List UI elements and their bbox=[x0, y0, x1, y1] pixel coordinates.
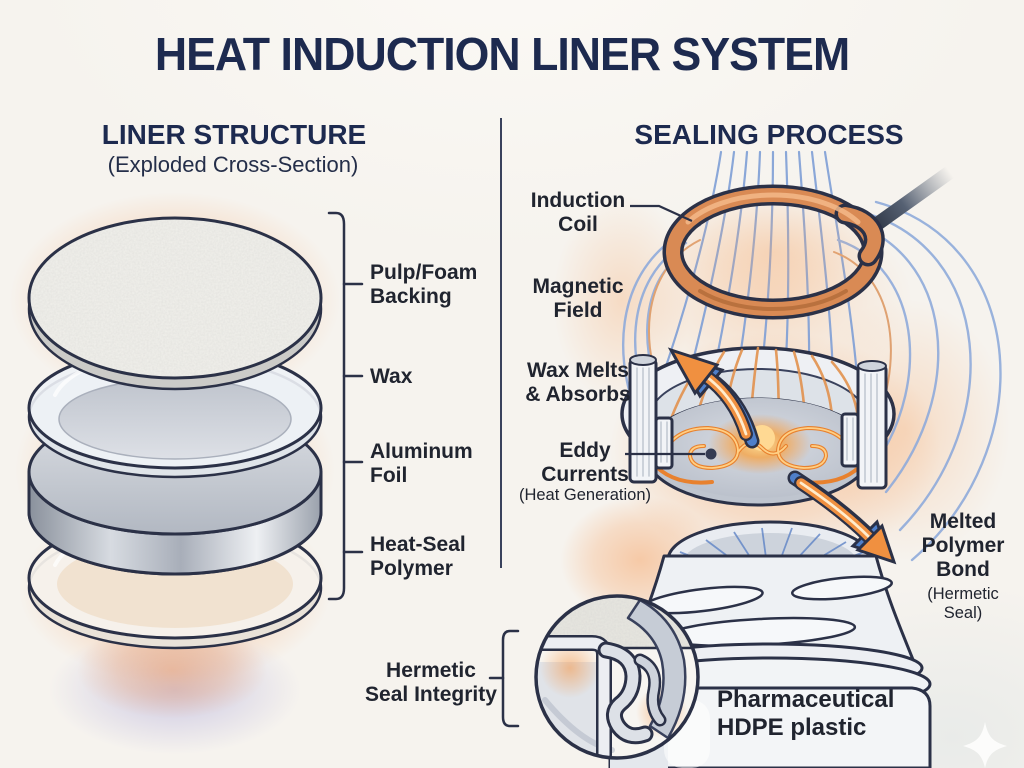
sparkle-icon bbox=[963, 722, 1007, 768]
liner-stack-illustration bbox=[27, 216, 323, 650]
cap-wall-cutaway bbox=[628, 354, 888, 490]
label-induction-coil: Induction Coil bbox=[530, 189, 626, 237]
cap-liner-illustration bbox=[620, 346, 896, 507]
label-pharmaceutical-hdpe: Pharmaceutical HDPE plastic bbox=[717, 686, 895, 742]
seal-inset-illustration bbox=[534, 594, 700, 760]
label-hermetic-seal-integrity: Hermetic Seal Integrity bbox=[365, 659, 497, 707]
label-melted-polymer-bond: Melted Polymer Bond bbox=[921, 510, 1005, 581]
right-section-heading: SEALING PROCESS bbox=[634, 119, 904, 150]
label-magnetic-field: Magnetic Field bbox=[532, 275, 624, 323]
layer-label-pulp-foam-backing: Pulp/Foam Backing bbox=[370, 261, 478, 309]
layer-bracket bbox=[327, 211, 364, 601]
induction-coil-illustration bbox=[623, 160, 957, 344]
inset-bracket bbox=[488, 629, 520, 728]
label-hermetic-seal: (Hermetic Seal) bbox=[927, 585, 999, 623]
left-section-heading: LINER STRUCTURE bbox=[101, 119, 367, 150]
layer-label-heat-seal-polymer: Heat-Seal Polymer bbox=[370, 533, 466, 581]
polymer-flow-arrow bbox=[787, 470, 897, 565]
layer-label-aluminum-foil: Aluminum Foil bbox=[370, 440, 473, 488]
layer-label-wax: Wax bbox=[370, 365, 413, 388]
page-title: HEAT INDUCTION LINER SYSTEM bbox=[154, 28, 850, 80]
eddy-leader-line bbox=[625, 448, 717, 460]
label-heat-generation: (Heat Generation) bbox=[518, 486, 652, 504]
pulp-foam-disc bbox=[27, 216, 323, 391]
coil-leader-line bbox=[630, 204, 693, 223]
label-wax-melts-absorbs: Wax Melts & Absorbs bbox=[525, 359, 631, 407]
left-section-subheading: (Exploded Cross-Section) bbox=[107, 152, 359, 177]
label-eddy-currents: Eddy Currents bbox=[541, 439, 629, 487]
wax-flow-arrow bbox=[667, 347, 760, 449]
